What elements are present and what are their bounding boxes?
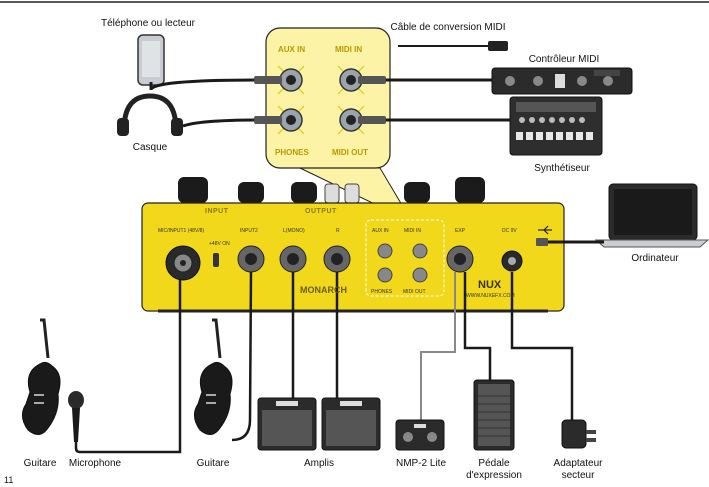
unit-label-phones: PHONES <box>371 289 393 295</box>
callout-label-phones: PHONES <box>275 148 309 157</box>
label-amps: Amplis <box>303 458 335 469</box>
unit-label-exp: EXP <box>455 228 466 234</box>
unit-output-header: OUTPUT <box>305 208 337 215</box>
callout-jack-midi-out <box>337 105 365 135</box>
jack-input2 <box>237 245 265 273</box>
label-computer: Ordinateur <box>631 253 679 264</box>
nmp-footswitch-icon <box>395 419 445 451</box>
label-nmp: NMP-2 Lite <box>395 458 447 469</box>
plug-midi-in <box>358 76 386 84</box>
label-phone: Téléphone ou lecteur <box>101 18 195 29</box>
unit-label-phantom: +48V ON <box>209 241 230 247</box>
amp-icon-left <box>257 397 317 451</box>
midi-cable-icon <box>398 41 508 51</box>
cable-nmp <box>420 272 456 420</box>
plug-midi-out <box>358 116 386 124</box>
plug-usb <box>536 238 548 246</box>
unit-label-aux: AUX IN <box>372 228 389 234</box>
jack-out-right <box>323 245 351 273</box>
label-pedal-1: Pédale <box>478 458 510 469</box>
usb-icon <box>538 225 552 235</box>
cable-dc <box>510 272 574 420</box>
unit-label-right: R <box>336 228 340 234</box>
unit-label-input2: INPUT2 <box>240 228 258 234</box>
unit-label-left: L(MONO) <box>283 228 305 234</box>
laptop-icon <box>594 183 709 248</box>
phantom-switch <box>213 253 219 267</box>
label-pedal-2: d'expression <box>466 470 522 481</box>
callout-jack-aux-in <box>277 65 305 95</box>
cable-guitar2 <box>231 271 253 442</box>
cable-mic <box>74 280 182 454</box>
label-microphone: Microphone <box>68 458 122 469</box>
power-adapter-icon <box>561 419 596 449</box>
label-headphones: Casque <box>132 142 168 153</box>
callout-label-midi-in: MIDI IN <box>335 45 363 54</box>
guitar-icon-right <box>194 318 233 435</box>
plug-phones <box>254 116 282 124</box>
page-number: 11 <box>4 475 14 485</box>
synthesizer-icon <box>509 96 603 156</box>
unit-model: MONARCH <box>300 285 347 295</box>
phone-icon <box>137 34 165 86</box>
label-synth: Synthétiseur <box>534 163 590 174</box>
headphones-icon <box>117 93 183 136</box>
jack-exp <box>446 245 474 273</box>
unit-io-section <box>365 219 445 297</box>
unit-brand: NUX <box>478 279 502 291</box>
unit-input-header: INPUT <box>205 208 229 215</box>
jack-dc <box>501 250 523 272</box>
jack-out-left <box>279 245 307 273</box>
label-adapter-2: secteur <box>561 470 595 481</box>
unit-label-mic: MIC/INPUT1 (48V/8) <box>158 228 205 234</box>
microphone-icon <box>68 391 84 442</box>
expression-pedal-icon <box>473 379 515 451</box>
callout-label-aux-in: AUX IN <box>278 45 306 54</box>
plug-aux <box>254 76 282 84</box>
label-guitar-right: Guitare <box>196 458 230 469</box>
label-guitar-left: Guitare <box>23 458 57 469</box>
unit-label-midi-out: MIDI OUT <box>403 289 426 295</box>
unit-label-midi-in: MIDI IN <box>404 228 421 234</box>
unit-label-dc: DC 9V <box>502 228 517 234</box>
label-adapter-1: Adaptateur <box>553 458 603 469</box>
guitar-icon-left <box>22 318 61 435</box>
cable-phone-aux <box>149 78 282 91</box>
callout-jack-midi-in <box>337 65 365 95</box>
jack-mic-input <box>165 245 201 281</box>
unit-website: WWW.NUXEFX.COM <box>466 293 515 299</box>
mini-jacks <box>377 243 428 283</box>
top-knobs <box>178 177 485 203</box>
callout-label-midi-out: MIDI OUT <box>332 148 368 157</box>
midi-controller-icon <box>491 67 633 95</box>
callout-panel <box>265 27 391 169</box>
label-midi-cable: Câble de conversion MIDI <box>390 22 506 33</box>
amp-icon-right <box>321 397 381 451</box>
cable-exp-pedal <box>463 272 492 380</box>
label-midi-controller: Contrôleur MIDI <box>528 54 600 65</box>
